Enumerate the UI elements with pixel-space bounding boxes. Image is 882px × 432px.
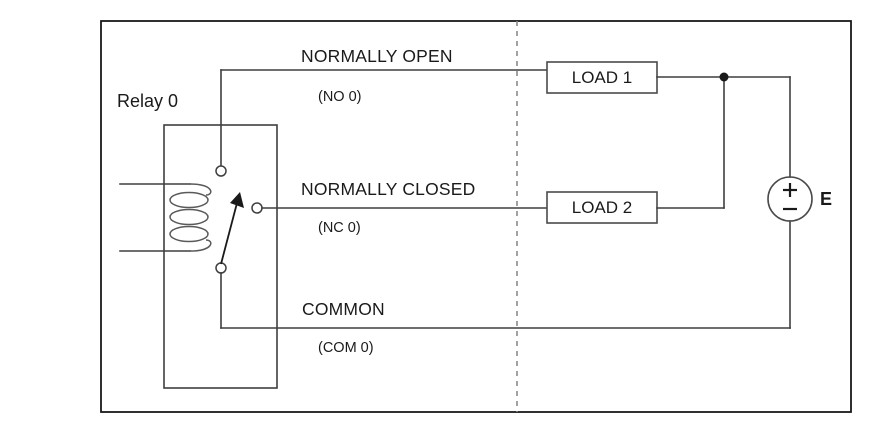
normally-closed-label: NORMALLY CLOSED bbox=[301, 179, 476, 199]
common-code: (COM 0) bbox=[318, 340, 374, 356]
diagram-outer-border bbox=[100, 20, 852, 413]
com-terminal-node bbox=[215, 262, 227, 274]
voltage-source-symbol bbox=[767, 176, 813, 222]
relay-title-label: Relay 0 bbox=[117, 91, 179, 111]
relay-switch-arm bbox=[220, 192, 244, 265]
normally-open-label: NORMALLY OPEN bbox=[301, 46, 453, 66]
wire-junction-dot bbox=[719, 72, 729, 82]
common-label: COMMON bbox=[302, 299, 385, 319]
load-1-label: LOAD 1 bbox=[571, 68, 633, 87]
source-plus-icon bbox=[783, 183, 797, 197]
load-2-label: LOAD 2 bbox=[571, 198, 633, 217]
source-label: E bbox=[820, 189, 833, 209]
nc-terminal-node bbox=[251, 202, 263, 214]
normally-closed-code: (NC 0) bbox=[318, 220, 361, 236]
no-terminal-node bbox=[215, 165, 227, 177]
normally-open-code: (NO 0) bbox=[318, 89, 362, 105]
relay-coil bbox=[169, 183, 212, 252]
